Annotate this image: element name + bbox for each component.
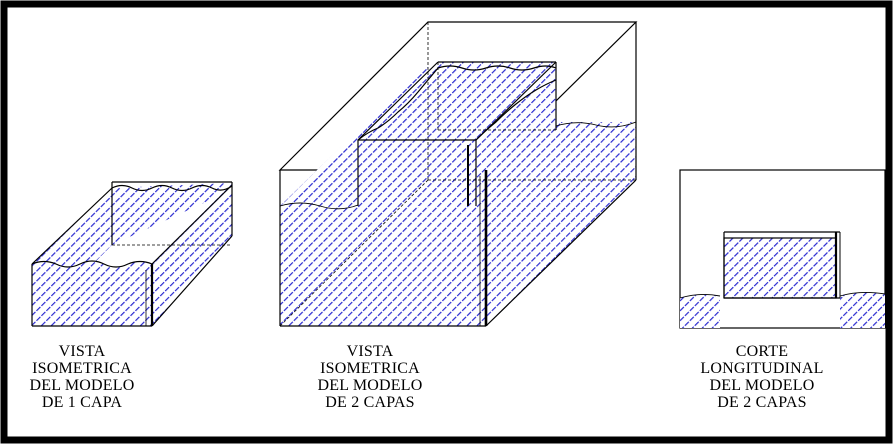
section-lower-wave-left xyxy=(679,293,721,299)
model2-lower-wave-back xyxy=(555,121,637,128)
model2-upper-layer-front xyxy=(358,140,476,206)
caption-model-2-layer-section: CORTE LONGITUDINAL DEL MODELO DE 2 CAPAS xyxy=(692,343,832,411)
model-2-layer-section xyxy=(679,169,886,329)
model2-lower-water-right xyxy=(486,122,636,326)
caption-line: LONGITUDINAL xyxy=(700,360,824,377)
caption-model-2-layer-isometric: VISTA ISOMETRICA DEL MODELO DE 2 CAPAS xyxy=(300,343,440,411)
caption-line: VISTA xyxy=(346,343,394,360)
model2-lower-wave-front xyxy=(279,202,359,210)
section-lower-wave-right xyxy=(839,291,886,297)
model-1-layer-isometric xyxy=(31,181,233,327)
caption-line: DEL MODELO xyxy=(709,377,815,394)
model-2-layer-isometric xyxy=(278,21,638,327)
caption-line: ISOMETRICA xyxy=(320,360,420,377)
section-upper-water xyxy=(723,237,837,299)
caption-line: DEL MODELO xyxy=(317,377,423,394)
caption-model-1-layer-isometric: VISTA ISOMETRICA DEL MODELO DE 1 CAPA xyxy=(22,343,142,411)
section-lower-water-right xyxy=(840,292,885,328)
caption-line: DE 2 CAPAS xyxy=(717,394,807,411)
model2-upper-layer-top xyxy=(358,62,556,140)
model2-upper-wave-back xyxy=(437,65,557,71)
caption-line: ISOMETRICA xyxy=(32,360,132,377)
model1-wave-front xyxy=(31,260,153,268)
model2-lower-water-front xyxy=(280,200,486,326)
model1-water-back xyxy=(112,183,232,245)
model1-water-front xyxy=(32,261,152,326)
model1-wave-back xyxy=(111,184,233,192)
caption-line: DE 2 CAPAS xyxy=(325,394,415,411)
section-lower-water xyxy=(680,294,720,328)
caption-line: DEL MODELO xyxy=(29,377,135,394)
caption-line: VISTA xyxy=(58,343,106,360)
caption-line: DE 1 CAPA xyxy=(41,394,123,411)
model2-upper-wave-left xyxy=(357,67,439,141)
caption-line: CORTE xyxy=(735,343,789,360)
model1-water-right xyxy=(152,183,232,326)
